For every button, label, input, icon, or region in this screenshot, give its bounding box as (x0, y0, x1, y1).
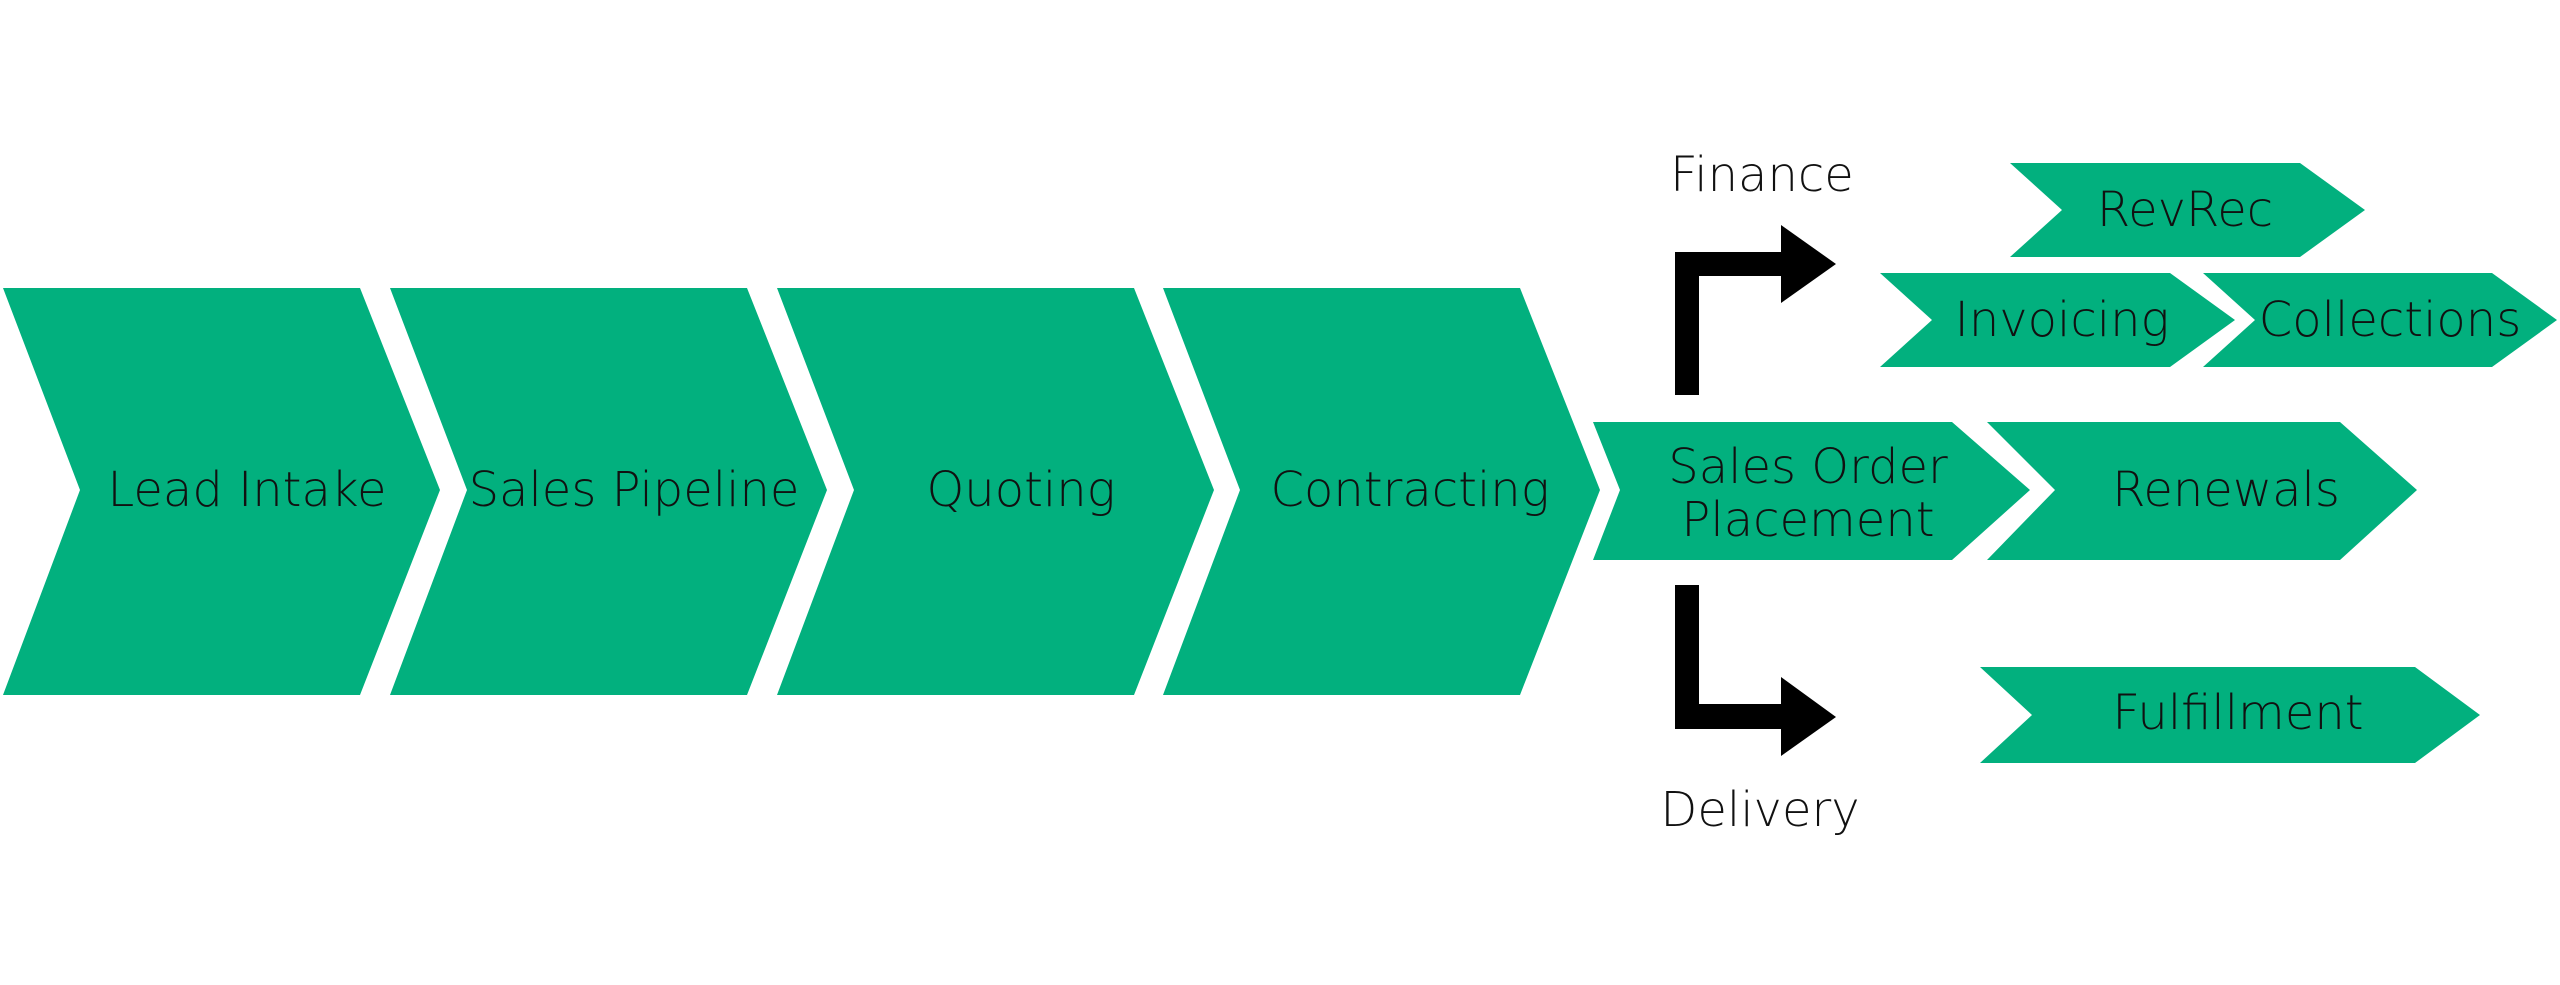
stage-sales-pipeline: Sales Pipeline (390, 288, 827, 695)
delivery-label: Delivery (1660, 782, 1859, 838)
stage-label: Collections (2259, 292, 2521, 348)
chevron-shape (1880, 273, 2235, 367)
stage-label: RevRec (2097, 182, 2273, 238)
delivery-branch-arrow (1675, 585, 1836, 756)
stage-label-line-2: Placement (1681, 492, 1934, 548)
stage-label-line-1: Sales Order (1668, 439, 1948, 495)
chevron-shape (2203, 273, 2557, 367)
stage-label: Sales Pipeline (469, 462, 800, 518)
stage-fulfillment: Fulfillment (1980, 667, 2480, 763)
stage-label: Fulfillment (2112, 685, 2363, 741)
bent-arrow-up-right-icon (1675, 225, 1836, 395)
bent-arrow-down-right-icon (1675, 585, 1836, 756)
stage-renewals: Renewals (1987, 422, 2417, 560)
chevron-shape (1163, 288, 1600, 695)
stage-quoting: Quoting (777, 288, 1214, 695)
stage-sales-order-placement: Sales Order Placement (1593, 422, 2030, 560)
chevron-shape (1987, 422, 2417, 560)
stage-contracting: Contracting (1163, 288, 1600, 695)
stage-label: Lead Intake (108, 462, 387, 518)
chevron-shape (1593, 422, 2030, 560)
finance-label: Finance (1670, 147, 1854, 203)
chevron-shape (390, 288, 827, 695)
chevron-shape (1980, 667, 2480, 763)
stage-revrec: RevRec (2010, 163, 2365, 257)
stage-label: Contracting (1270, 462, 1549, 518)
finance-branch-arrow (1675, 225, 1836, 395)
stage-collections: Collections (2203, 273, 2557, 367)
stage-label: Renewals (2112, 462, 2340, 518)
stage-label: Quoting (927, 462, 1116, 518)
stage-label: Invoicing (1955, 292, 2170, 348)
stage-invoicing: Invoicing (1880, 273, 2235, 367)
chevron-shape (3, 288, 440, 695)
chevron-shape (777, 288, 1214, 695)
stage-lead-intake: Lead Intake (3, 288, 440, 695)
chevron-shape (2010, 163, 2365, 257)
